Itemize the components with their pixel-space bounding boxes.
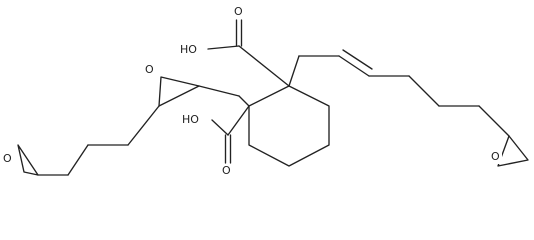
epoxide-left-ring [17,144,39,176]
atom-o-epoxide-middle: O [145,63,154,76]
atom-ho-left: HO [182,113,199,126]
carboxyl-top-oh-bond [207,45,240,50]
ring-to-methylene-left [238,95,250,107]
carboxyl-top-c-bond [238,45,290,87]
carboxyl-left-c-bond [227,105,250,136]
chemical-structure: O HO O HO O O O [2,5,529,178]
atom-o-epoxide-left: O [3,152,12,165]
label-bg-o-top [233,5,245,19]
left-chain-bond-2 [67,144,89,176]
epoxide-middle-to-chain [127,105,160,146]
atom-ho-top: HO [180,43,197,56]
cyclohexane-ring [248,85,330,167]
label-bg-o-epoxide-right [490,150,502,164]
label-layer: O HO O HO O O O [2,5,502,178]
double-bond-b [342,49,373,70]
ring-to-right-chain [288,55,300,87]
label-bg-ho-top [178,43,206,57]
epoxide-middle-ring [158,76,200,107]
bond-layer [17,19,529,176]
atom-o-epoxide-right: O [491,150,500,163]
epoxide-right-ring [497,135,529,167]
atom-o-top: O [234,5,243,18]
right-chain-bond-3 [408,75,440,107]
label-bg-ho-left [180,113,208,127]
label-bg-o-left [221,164,233,178]
label-bg-o-epoxide-middle [144,63,156,77]
atom-o-left: O [222,164,231,177]
label-bg-o-epoxide-left [2,152,14,166]
double-bond-a [338,55,370,77]
right-chain-bond-5 [478,105,510,137]
carboxyl-left-oh-bond [211,119,229,136]
methylene-to-epoxide-middle [198,85,240,97]
